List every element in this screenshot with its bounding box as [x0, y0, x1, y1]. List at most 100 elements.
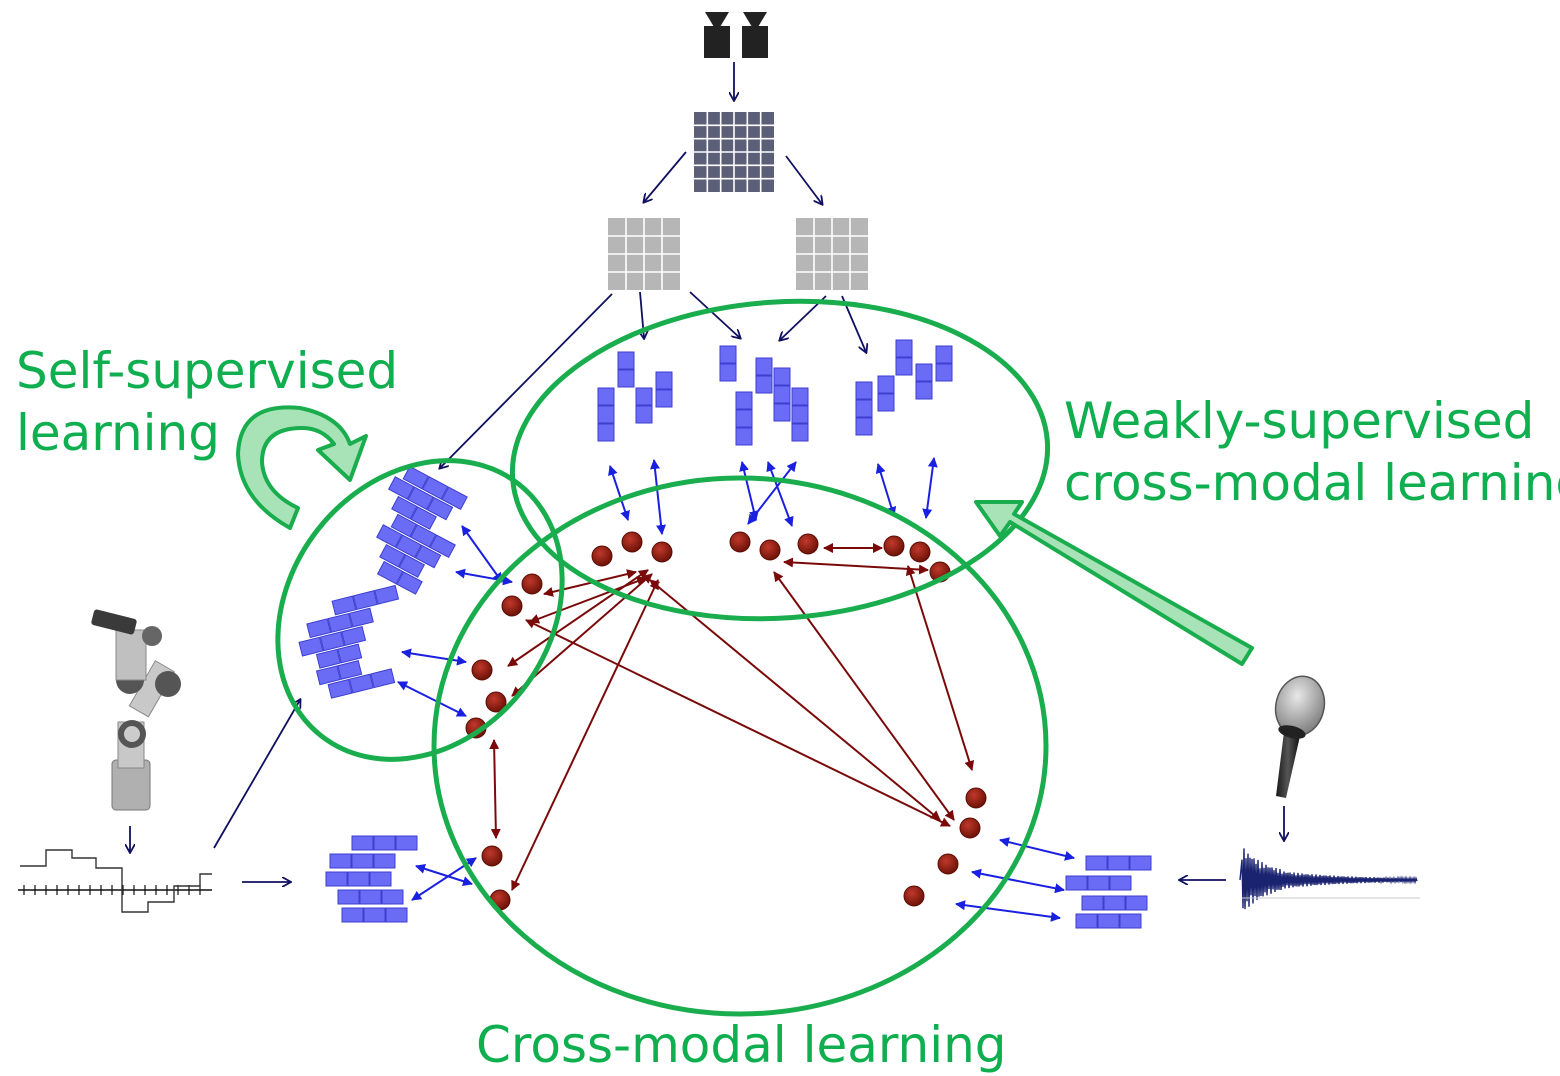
self-supervised-label-line2: learning: [16, 404, 220, 462]
feature-block: [1125, 895, 1148, 911]
feature-block: [635, 387, 653, 406]
image-patch-right: [796, 218, 868, 290]
feature-block: [735, 427, 753, 446]
latent-node: [591, 545, 613, 567]
weakly-supervised-label-line2: cross-modal learning: [1064, 454, 1560, 512]
feature-block: [306, 618, 332, 639]
feature-block: [348, 673, 374, 694]
feature-block: [327, 612, 353, 633]
latent-node: [759, 539, 781, 561]
feature-block: [329, 853, 352, 869]
feature-block: [337, 889, 360, 905]
feature-node-link: [608, 465, 630, 521]
feature-block: [379, 543, 406, 568]
latent-node: [621, 531, 643, 553]
image-patch-full: [694, 112, 774, 192]
mic-handle: [1276, 732, 1300, 798]
node-node-link: [543, 569, 637, 597]
latent-node: [909, 541, 931, 563]
feature-block: [414, 544, 442, 569]
feature-block: [1109, 875, 1132, 891]
latent-node: [651, 541, 673, 563]
feature-block: [855, 399, 873, 418]
latent-nodes: [465, 531, 987, 911]
feature-block: [381, 889, 404, 905]
latent-node: [485, 691, 507, 713]
feature-block: [331, 595, 357, 616]
latent-node: [903, 885, 925, 907]
feature-block: [635, 405, 653, 424]
feature-block: [376, 524, 403, 548]
feature-block: [373, 853, 396, 869]
pipeline-arrows: [130, 62, 1284, 882]
feature-block: [352, 590, 378, 611]
node-node-link: [773, 571, 955, 821]
joint-signal-plot-icon: [18, 849, 212, 913]
feature-node-link: [999, 837, 1075, 861]
latent-node: [521, 573, 543, 595]
feature-block: [376, 560, 404, 585]
cross-modal-label: Cross-modal learning: [476, 1016, 1007, 1074]
feature-block: [374, 584, 400, 605]
self-supervised-label-line1: Self-supervised: [16, 342, 399, 400]
feature-block: [1087, 875, 1110, 891]
latent-node: [959, 817, 981, 839]
feature-block: [395, 534, 422, 559]
feature-block: [373, 835, 396, 851]
feature-block: [773, 367, 791, 386]
microphone-icon: [1274, 675, 1326, 798]
node-node-link: [905, 565, 975, 771]
feature-block: [895, 339, 913, 358]
feature-block: [325, 871, 348, 887]
weakly-supervised-arrow-icon: [974, 500, 1254, 666]
image-patches: [608, 112, 868, 290]
pipeline-arrow: [689, 291, 740, 338]
feature-block: [370, 668, 396, 689]
self-supervised-arrow-icon: [236, 405, 368, 530]
self-supervised-region: [275, 458, 565, 762]
feature-block: [396, 571, 423, 595]
feature-block: [319, 631, 345, 652]
feature-block: [327, 678, 353, 699]
feature-block: [351, 853, 374, 869]
feature-block: [877, 375, 895, 394]
feature-block: [1081, 895, 1104, 911]
latent-node: [481, 845, 503, 867]
feature-block: [597, 405, 615, 424]
latent-node: [471, 659, 493, 681]
feature-block: [617, 351, 635, 370]
feature-node-link: [875, 463, 897, 517]
feature-block: [1107, 855, 1130, 871]
feature-block: [773, 385, 791, 404]
pipeline-arrow: [213, 700, 300, 849]
feature-block: [298, 636, 324, 657]
signal-line: [20, 849, 212, 913]
feature-block: [719, 345, 737, 364]
feature-block: [315, 648, 341, 669]
feature-block: [398, 554, 426, 578]
latent-node: [501, 595, 523, 617]
feature-block: [390, 513, 418, 538]
robot-joint: [155, 671, 181, 697]
node-node-link: [489, 739, 501, 839]
feature-block: [369, 871, 392, 887]
robot-link: [115, 629, 147, 681]
waveform-line: [1239, 848, 1418, 910]
robot-joint: [142, 626, 162, 646]
feature-blocks: [298, 339, 1152, 929]
feature-block: [402, 465, 430, 490]
stereo-camera-icon: [704, 12, 768, 58]
node-node-link: [511, 579, 659, 891]
feature-node-link: [971, 868, 1065, 894]
mic-collar: [1278, 725, 1306, 739]
feature-block: [915, 381, 933, 400]
cross-modal-region: [431, 475, 1049, 1017]
feature-block: [735, 409, 753, 428]
feature-block: [719, 363, 737, 382]
feature-block: [429, 534, 456, 559]
feature-block: [1097, 913, 1120, 929]
robot-gripper: [91, 609, 137, 635]
feature-block: [1085, 855, 1108, 871]
feature-block: [1075, 913, 1098, 929]
feature-block: [735, 391, 753, 410]
